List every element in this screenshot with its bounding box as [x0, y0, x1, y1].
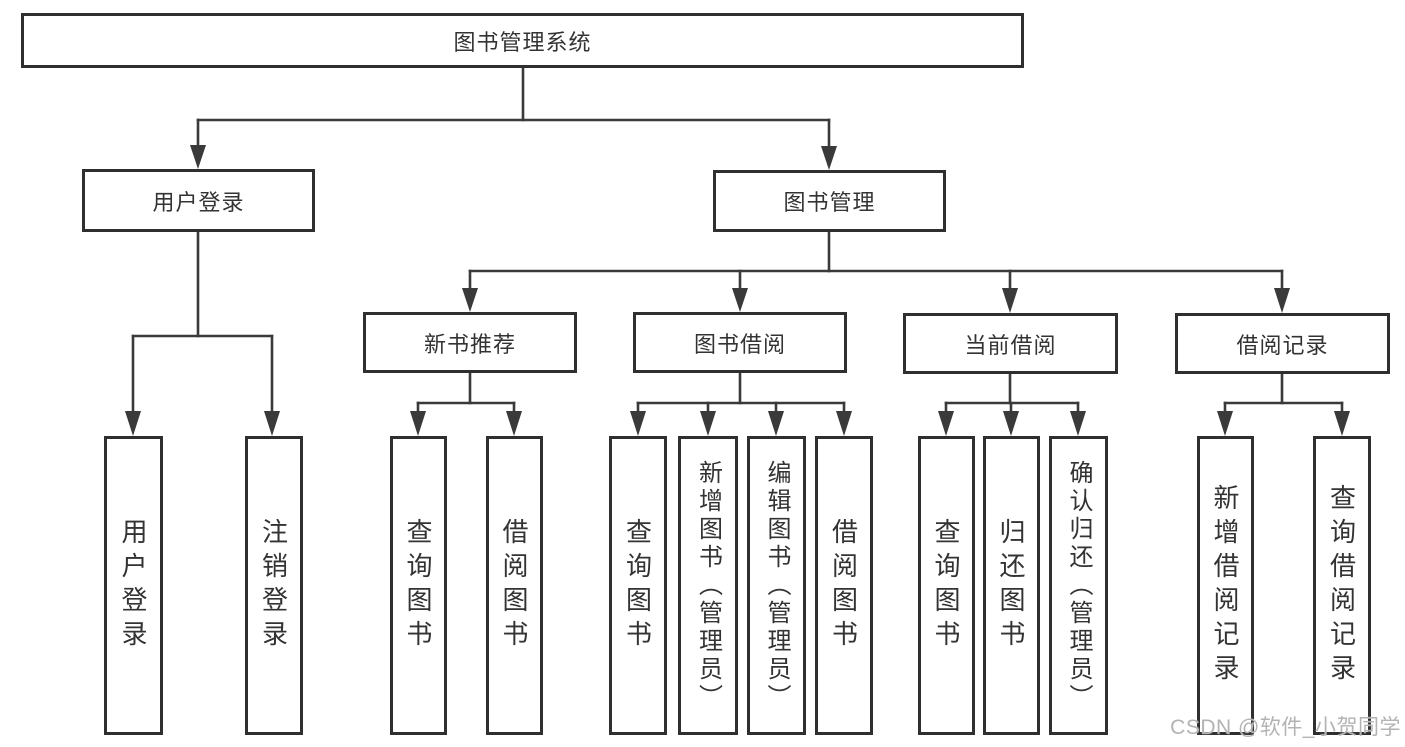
leaf-logout: 注销登录	[245, 436, 303, 735]
node-current-borrowing: 当前借阅	[903, 313, 1118, 374]
leaf-borrow-books: 借阅图书	[486, 436, 543, 735]
node-library-management-system: 图书管理系统	[21, 13, 1024, 68]
leaf-confirm-return-admin: 确认归还（管理员）	[1049, 436, 1108, 735]
node-new-book-recommendation: 新书推荐	[363, 312, 577, 373]
leaf-edit-books-admin: 编辑图书（管理员）	[747, 436, 806, 735]
leaf-return-books: 归还图书	[983, 436, 1040, 735]
node-book-management: 图书管理	[713, 170, 946, 232]
node-borrowing-records: 借阅记录	[1175, 313, 1390, 374]
node-book-borrowing: 图书借阅	[633, 312, 847, 373]
leaf-query-books: 查询图书	[390, 436, 447, 735]
leaf-query-books: 查询图书	[609, 436, 667, 735]
leaf-user-login: 用户登录	[104, 436, 163, 735]
leaf-query-borrow-record: 查询借阅记录	[1313, 436, 1371, 735]
leaf-query-books: 查询图书	[918, 436, 975, 735]
node-user-login: 用户登录	[82, 169, 315, 232]
leaf-add-borrow-record: 新增借阅记录	[1197, 436, 1254, 735]
leaf-borrow-books: 借阅图书	[815, 436, 873, 735]
leaf-add-books-admin: 新增图书（管理员）	[678, 436, 738, 735]
csdn-watermark: CSDN @软件_小贺同学	[1170, 716, 1401, 739]
